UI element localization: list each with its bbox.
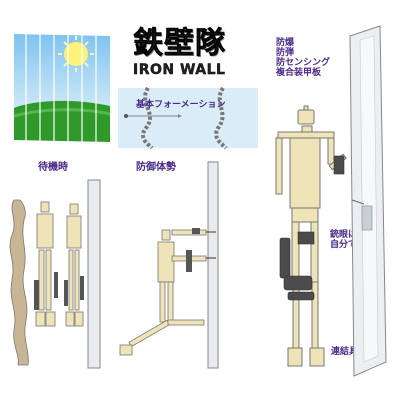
- caption-connector: 連結具: [331, 347, 359, 357]
- main-art: [275, 25, 387, 377]
- formation-art: [118, 86, 258, 150]
- armor-spec-item: 防センシング: [276, 58, 331, 68]
- main-illustration: [268, 25, 396, 380]
- title-en: IRON WALL: [133, 62, 226, 78]
- armor-spec-item: 複合装甲板: [276, 68, 322, 78]
- standby-illustration: [4, 179, 104, 370]
- title-jp: 鉄壁隊: [133, 26, 226, 61]
- formation-panel: [118, 86, 258, 150]
- caption-standby: 待機時: [38, 162, 68, 173]
- armor-spec-item: 防爆: [276, 38, 295, 48]
- eye-hole-line: 銃眼は: [330, 230, 358, 240]
- caption-defense: 防御体勢: [136, 162, 176, 173]
- armor-spec-item: 防弾: [276, 48, 295, 58]
- defense-illustration: [112, 160, 222, 370]
- window-scene: [13, 34, 111, 142]
- window-scene-art: [13, 34, 111, 142]
- caption-formation: 基本フォーメーション: [136, 100, 226, 110]
- armor-spec-list: 防爆 防弾 防センシング 複合装甲板: [276, 38, 330, 78]
- defense-art: [119, 161, 219, 369]
- standby-art: [9, 179, 101, 369]
